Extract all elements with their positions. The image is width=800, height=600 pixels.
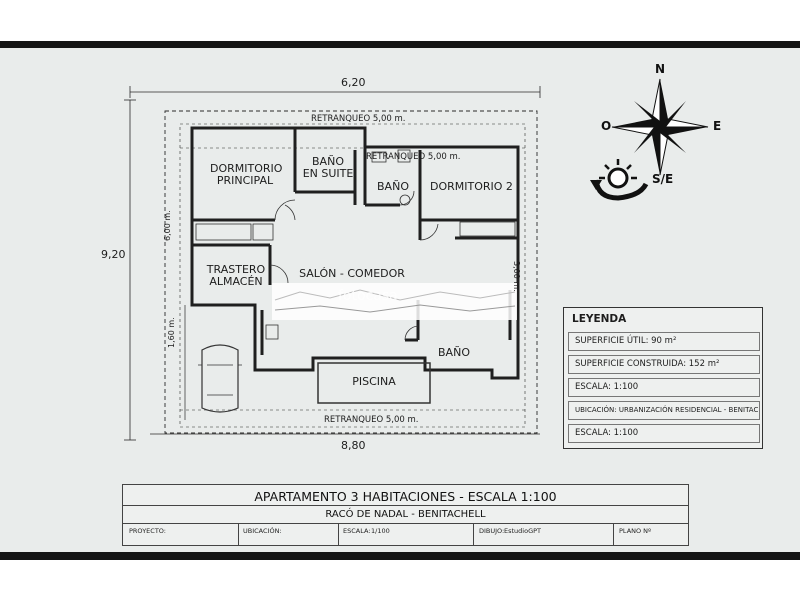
- dim-inner-right: 3,00 m.: [512, 261, 521, 292]
- title-block-ubicacion: UBICACIÓN:: [243, 527, 282, 535]
- car-outline: [201, 344, 239, 413]
- setback-top: RETRANQUEO 5,00 m.: [311, 114, 406, 124]
- plan-sheet: 6,20 9,20 8,80 6,00 m. 3,00 m. 1,60 m. R…: [0, 48, 800, 552]
- compass-west: O: [601, 119, 612, 133]
- sun-icon: [590, 159, 649, 201]
- compass-sun-direction: S/E: [652, 172, 674, 186]
- room-bedroom-2: DORMITORIO 2: [430, 180, 513, 193]
- room-bath-small: BAÑO: [377, 180, 409, 193]
- room-suite-bath-line2: EN SUITE: [302, 167, 354, 180]
- room-pool: PISCINA: [352, 375, 396, 388]
- room-storage: TRASTERO ALMACÉN: [205, 264, 267, 288]
- compass-north: N: [655, 62, 666, 76]
- title-block: APARTAMENTO 3 HABITACIONES - ESCALA 1:10…: [122, 484, 689, 546]
- room-suite-bath: BAÑO EN SUITE: [300, 156, 356, 180]
- compass-rose: [611, 78, 709, 176]
- legend-row-scale-2: ESCALA: 1:100: [568, 424, 760, 443]
- bottom-border: [0, 552, 800, 560]
- room-master-bedroom-line1: DORMITORIO: [210, 162, 283, 175]
- room-master-bedroom-line2: PRINCIPAL: [216, 174, 274, 187]
- dim-bottom-width: 8,80: [341, 439, 366, 452]
- top-border: [0, 41, 800, 48]
- room-storage-line1: TRASTERO: [206, 263, 266, 276]
- title-block-dibujo-value: EstudioGPT: [504, 527, 541, 535]
- room-suite-bath-line1: BAÑO: [312, 155, 344, 168]
- title-block-subtitle: RACÓ DE NADAL - BENITACHELL: [325, 509, 486, 520]
- room-bath-bottom: BAÑO: [438, 346, 470, 359]
- setback-boundary: [164, 110, 538, 434]
- dim-top-width: 6,20: [341, 76, 366, 89]
- title-block-plano: PLANO Nº: [619, 527, 652, 535]
- room-master-bedroom: DORMITORIO PRINCIPAL: [210, 162, 283, 187]
- legend-title: LEYENDA: [572, 313, 627, 325]
- title-block-proyecto: PROYECTO:: [129, 527, 166, 535]
- title-block-escala-label: ESCALA:: [343, 527, 371, 535]
- room-living: SALÓN - COMEDOR: [299, 267, 405, 280]
- pool-outline: [317, 362, 431, 404]
- setback-middle: RETRANQUEO 5,00 m.: [366, 152, 461, 162]
- title-block-title: APARTAMENTO 3 HABITACIONES - ESCALA 1:10…: [254, 489, 557, 504]
- title-block-escala-value: 1/100: [371, 527, 390, 535]
- legend-row-scale: ESCALA: 1:100: [568, 378, 760, 397]
- setback-bottom: RETRANQUEO 5,00 m.: [324, 415, 419, 425]
- dim-left-height: 9,20: [101, 248, 126, 261]
- fixtures: [195, 149, 516, 413]
- floor-plan-drawing: [124, 78, 709, 441]
- room-storage-line2: ALMACÉN: [209, 275, 263, 288]
- watermark-band: [272, 283, 517, 320]
- legend-row-useful-area: SUPERFICIE ÚTIL: 90 m²: [568, 332, 760, 351]
- dim-inner-small: 1,60 m.: [167, 317, 176, 348]
- walls: [190, 126, 520, 380]
- dim-inner-left: 6,00 m.: [163, 210, 172, 241]
- watermark-text: fotocasa: [338, 288, 398, 304]
- compass-east: E: [713, 119, 722, 133]
- legend-box: LEYENDA SUPERFICIE ÚTIL: 90 m² SUPERFICI…: [563, 307, 763, 449]
- top-margin: [0, 0, 800, 43]
- legend-row-location: UBICACIÓN: URBANIZACIÓN RESIDENCIAL - BE…: [568, 401, 760, 420]
- title-block-dibujo-label: DIBUJO:: [479, 527, 505, 535]
- legend-row-built-area: SUPERFICIE CONSTRUIDA: 152 m²: [568, 355, 760, 374]
